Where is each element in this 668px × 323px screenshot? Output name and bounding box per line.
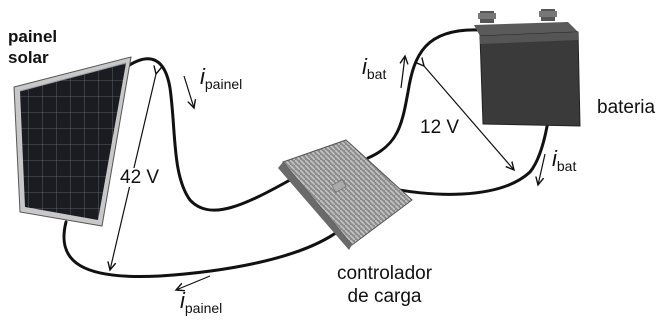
panel-positive-wire (126, 57, 292, 212)
battery-current-label-top: ibat (362, 54, 387, 82)
panel-current-arrow-bottom (176, 275, 211, 290)
panel-current-label-bottom: ipainel (180, 288, 223, 316)
charge-controller (278, 139, 413, 250)
solar-panel-label: painel solar (8, 27, 58, 67)
solar-panel (13, 56, 132, 227)
panel-current-label-top: ipainel (200, 64, 243, 92)
battery-label: bateria (597, 97, 656, 118)
battery-voltage-label: 12 V (420, 117, 460, 138)
battery (474, 9, 581, 127)
controller-label: controlador de carga (337, 263, 433, 307)
panel-voltage-label: 42 V (120, 167, 160, 188)
panel-current-arrow-top (183, 75, 194, 108)
battery-positive-wire (366, 28, 482, 160)
battery-voltage-arrow (424, 66, 514, 170)
battery-current-arrow-up (401, 56, 405, 89)
battery-current-label-bottom: ibat (552, 146, 577, 174)
panel-negative-wire (62, 220, 342, 279)
battery-current-arrow-down (538, 153, 546, 185)
